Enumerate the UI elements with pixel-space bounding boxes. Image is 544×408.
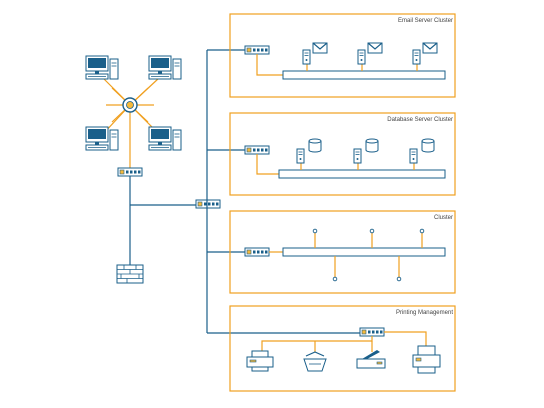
network-bus bbox=[278, 169, 446, 179]
node-point bbox=[369, 228, 375, 234]
hub-icon bbox=[122, 97, 138, 113]
node-point bbox=[419, 228, 425, 234]
fax-icon bbox=[246, 350, 274, 372]
server-icon bbox=[353, 148, 362, 164]
node-point bbox=[396, 276, 402, 282]
server-icon bbox=[409, 148, 418, 164]
mail-icon bbox=[422, 42, 438, 54]
database-server-cluster: Database Server Cluster bbox=[229, 112, 456, 196]
cluster: Cluster bbox=[229, 210, 456, 294]
server-icon bbox=[296, 148, 305, 164]
printing-management-cluster: Printing Management bbox=[229, 305, 456, 392]
node-point bbox=[312, 228, 318, 234]
computer-icon bbox=[85, 126, 119, 151]
mail-icon bbox=[367, 42, 383, 54]
computer-icon bbox=[148, 55, 182, 80]
database-icon bbox=[421, 138, 435, 153]
node-point bbox=[332, 276, 338, 282]
printer-icon bbox=[412, 345, 441, 374]
database-icon bbox=[308, 138, 322, 153]
cluster-title-database: Database Server Cluster bbox=[387, 117, 453, 123]
server-icon bbox=[412, 49, 421, 65]
server-icon bbox=[357, 49, 366, 65]
computer-icon bbox=[85, 55, 119, 80]
server-icon bbox=[302, 49, 311, 65]
switch-icon bbox=[244, 247, 270, 257]
core-switch-icon bbox=[195, 199, 221, 209]
mail-icon bbox=[312, 42, 328, 54]
switch-icon bbox=[359, 327, 385, 337]
network-bus bbox=[282, 70, 446, 80]
switch-icon bbox=[244, 145, 270, 155]
switch-icon bbox=[117, 167, 143, 177]
database-icon bbox=[365, 138, 379, 153]
copier-icon bbox=[356, 350, 386, 369]
workstation-group bbox=[85, 55, 182, 177]
cluster-title-printing: Printing Management bbox=[396, 310, 453, 316]
computer-icon bbox=[148, 126, 182, 151]
cluster-title-email: Email Server Cluster bbox=[398, 18, 453, 24]
scanner-icon bbox=[303, 351, 327, 372]
email-server-cluster: Email Server Cluster bbox=[229, 13, 456, 98]
network-bus bbox=[282, 247, 446, 257]
cluster-title-cluster: Cluster bbox=[434, 215, 453, 221]
switch-icon bbox=[244, 45, 270, 55]
firewall-icon bbox=[116, 264, 144, 284]
